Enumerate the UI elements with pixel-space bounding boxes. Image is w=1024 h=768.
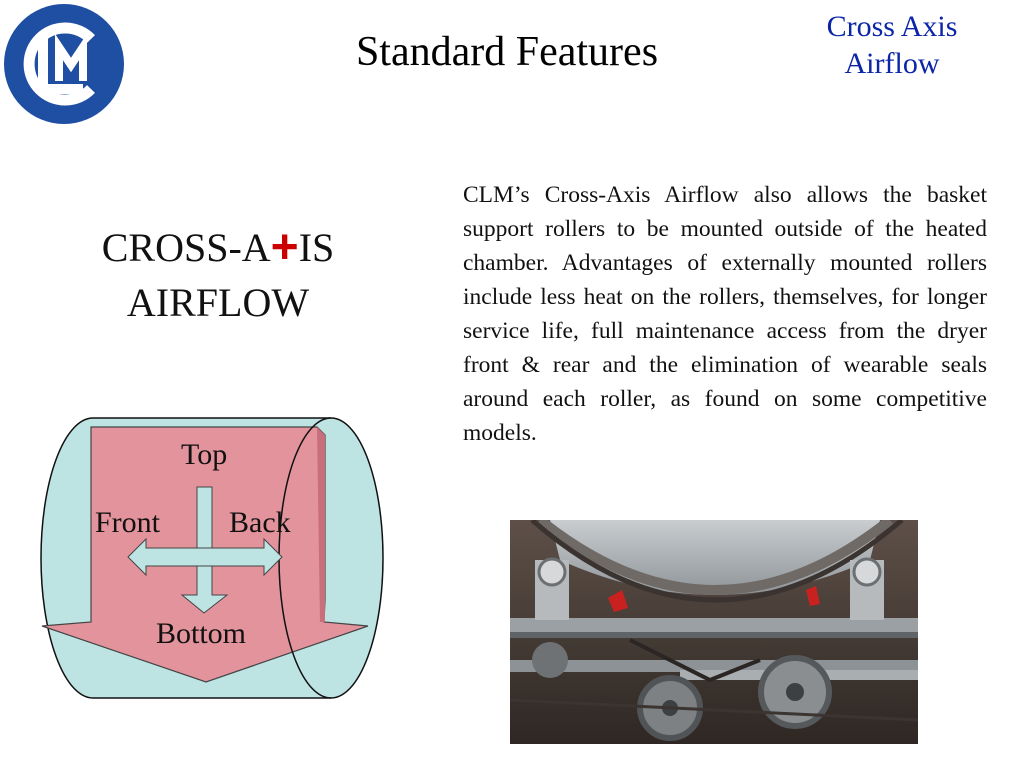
roller-photo (510, 520, 918, 744)
corner-title-line-2: Airflow (844, 47, 940, 80)
page-title: Standard Features (355, 29, 659, 75)
airflow-diagram: Top Front Back Bottom (38, 410, 388, 705)
plus-icon: + (270, 221, 299, 274)
wordmark-part-b: IS (298, 225, 335, 270)
double-horizontal-arrow-icon (127, 537, 283, 577)
label-front: Front (95, 506, 161, 539)
wordmark-part-a: CROSS-A (101, 225, 271, 270)
wordmark-line-2: AIRFLOW (126, 280, 310, 325)
label-top: Top (181, 438, 228, 471)
label-back: Back (229, 506, 291, 539)
corner-title-line-1: Cross Axis (826, 10, 958, 43)
arrow-side-shade (317, 427, 325, 622)
cross-axis-wordmark: CROSS-A+IS AIRFLOW (58, 220, 378, 330)
description-paragraph: CLM’s Cross-Axis Airflow also allows the… (463, 182, 987, 446)
label-bottom: Bottom (156, 617, 247, 650)
airflow-diagram-graphic (40, 417, 384, 699)
clm-logo (4, 4, 124, 124)
corner-title: Cross Axis Airflow (800, 8, 984, 82)
